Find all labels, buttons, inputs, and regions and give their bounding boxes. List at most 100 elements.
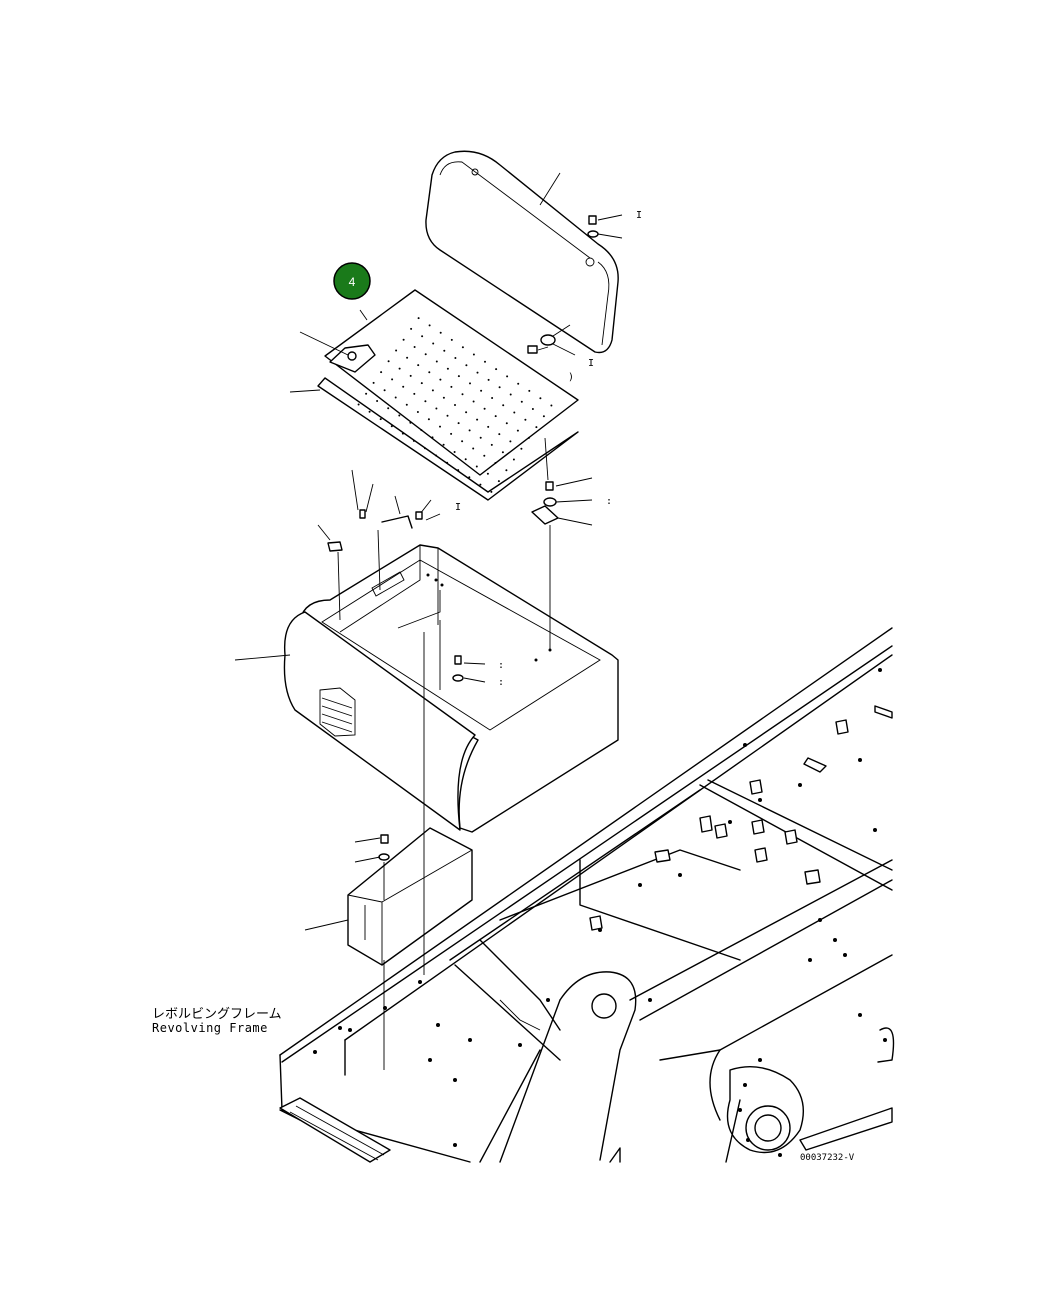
perforation-dot — [479, 483, 482, 486]
perforation-dot — [372, 381, 375, 384]
perforation-dot — [516, 429, 519, 432]
perforation-dot — [442, 443, 445, 446]
frame-label-japanese: レボルビングフレーム — [152, 1007, 282, 1022]
svg-text::: : — [606, 496, 612, 507]
frame-bolt-hole — [518, 1043, 522, 1047]
perforation-dot — [380, 371, 383, 374]
perforation-dot — [450, 432, 453, 435]
perforation-dot — [431, 389, 434, 392]
frame-bolt-hole — [313, 1050, 317, 1054]
leader-line — [359, 309, 368, 321]
perforation-dot — [365, 392, 368, 395]
perforation-dot — [472, 447, 475, 450]
perforation-dot — [527, 436, 530, 439]
frame-bolt-hole — [743, 743, 747, 747]
perforation-dot — [461, 393, 464, 396]
perforation-dot — [379, 418, 382, 421]
perforation-dot — [409, 421, 412, 424]
perforation-dot — [498, 386, 501, 389]
perforation-dot — [487, 378, 490, 381]
perforation-dot — [432, 342, 435, 345]
small-fasteners — [317, 469, 441, 552]
perforation-dot — [464, 458, 467, 461]
frame-bolt-hole — [436, 1023, 440, 1027]
perforation-dot — [413, 392, 416, 395]
perforation-dot — [446, 367, 449, 370]
perforation-dot — [439, 331, 442, 334]
frame-bolt-hole — [843, 953, 847, 957]
perforation-dot — [454, 357, 457, 359]
perforation-dot — [539, 397, 542, 400]
perforation-dot — [505, 469, 508, 472]
perforation-dot — [383, 389, 386, 392]
perforation-dot — [512, 458, 515, 461]
perforation-dot — [454, 404, 456, 406]
frame-bolt-hole — [453, 1078, 457, 1082]
perforation-dot — [431, 436, 434, 439]
frame-bolt-hole — [348, 1028, 352, 1032]
perforation-dot — [495, 368, 498, 371]
svg-text:I: I — [636, 210, 642, 221]
perforation-dot — [491, 397, 494, 399]
perforation-dot — [475, 465, 478, 468]
perforation-dot — [502, 404, 505, 407]
perforation-dot — [446, 414, 449, 417]
perforation-dot — [542, 415, 545, 418]
perforation-dot — [486, 472, 489, 475]
perforation-dot — [368, 410, 371, 413]
perforation-dot — [509, 440, 512, 443]
frame-bolt-hole — [418, 980, 422, 984]
perforation-dot — [479, 436, 482, 439]
perforation-dot — [506, 375, 509, 378]
perforation-dot — [416, 411, 419, 413]
frame-bolt-hole — [883, 1038, 887, 1042]
perforation-dot — [520, 447, 523, 450]
perforation-dot — [391, 378, 394, 381]
frame-bolt-hole — [648, 998, 652, 1002]
perforation-dot — [453, 451, 456, 453]
drawing-code: 00037232-V — [800, 1153, 855, 1163]
perforation-dot — [450, 338, 453, 341]
callout-badge-label: 4 — [349, 275, 356, 289]
perforation-dot — [402, 385, 405, 388]
seat-cushion-plate — [324, 289, 579, 493]
perforation-dot — [395, 349, 398, 352]
box-bolt-set: : : — [439, 620, 504, 690]
frame-bolt-hole — [858, 1013, 862, 1017]
perforation-dot — [531, 408, 534, 410]
revolving-frame — [279, 627, 895, 1163]
perforation-dot — [376, 400, 379, 402]
perforation-dot — [509, 393, 512, 396]
frame-bolt-hole — [833, 938, 837, 942]
perforation-dot — [424, 353, 427, 356]
perforation-dot — [424, 400, 427, 403]
perforation-dot — [484, 360, 486, 363]
frame-bolt-hole — [746, 1138, 750, 1142]
perforation-dot — [398, 367, 401, 370]
perforation-dot — [505, 422, 508, 425]
callout-badge[interactable]: 4 — [333, 262, 371, 300]
perforation-dot — [476, 418, 479, 421]
perforation-dot — [435, 407, 438, 410]
perforation-dot — [439, 378, 442, 381]
perforation-dot — [410, 327, 413, 330]
perforation-dot — [413, 346, 416, 348]
perforation-dot — [420, 429, 423, 432]
frame-bolt-hole — [383, 1006, 387, 1010]
leader-line — [377, 529, 381, 591]
perforation-dot — [402, 338, 405, 341]
perforation-dot — [405, 403, 408, 406]
hinge-bolt: I ) — [527, 324, 594, 383]
perforation-dot — [487, 425, 490, 428]
perforation-dot — [501, 451, 504, 454]
perforation-dot — [439, 425, 441, 428]
perforation-dot — [443, 349, 446, 352]
svg-text::: : — [498, 677, 504, 688]
frame-bolt-hole — [758, 1058, 762, 1062]
svg-text:I: I — [588, 358, 594, 369]
perforation-dot — [535, 426, 538, 429]
perforation-dot — [497, 480, 500, 483]
perforation-dot — [457, 422, 460, 425]
